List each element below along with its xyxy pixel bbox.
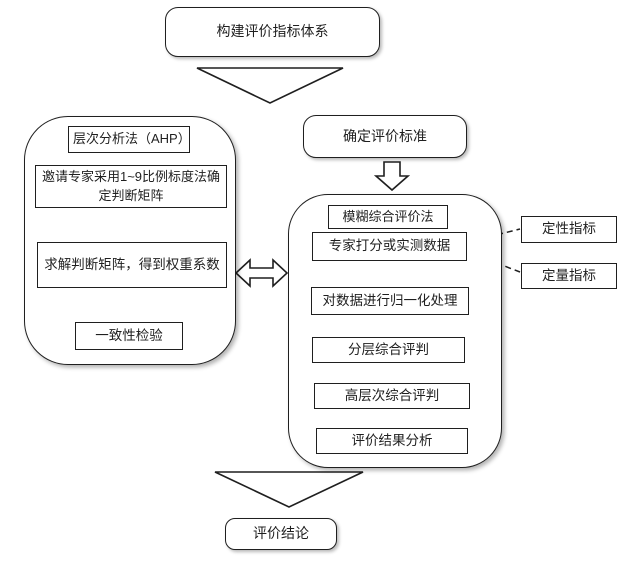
build-index-system-box: 构建评价指标体系 <box>165 7 380 57</box>
ahp-panel-title: 层次分析法（AHP） <box>68 126 191 153</box>
double-arrow-icon <box>234 258 289 288</box>
criteria-box: 确定评价标准 <box>303 115 467 158</box>
fuzzy-step-expert-scoring: 专家打分或实测数据 <box>312 232 467 261</box>
quantitative-indicator-box: 定量指标 <box>521 263 617 289</box>
fuzzy-step-layered-evaluation: 分层综合评判 <box>312 337 465 363</box>
block-arrow-down-icon <box>373 161 411 192</box>
dashed-connector-qualitative <box>467 228 521 243</box>
qualitative-indicator-box: 定性指标 <box>521 216 617 243</box>
ahp-step-judgment-matrix: 邀请专家采用1~9比例标度法确定判断矩阵 <box>35 165 227 208</box>
down-triangle-bottom-icon <box>214 471 364 508</box>
ahp-step-consistency-check: 一致性检验 <box>75 322 183 350</box>
fuzzy-step-higher-level-evaluation: 高层次综合评判 <box>314 383 470 409</box>
fuzzy-panel-title: 模糊综合评价法 <box>328 205 448 229</box>
conclusion-box: 评价结论 <box>225 518 337 550</box>
ahp-step-weight-coefficients: 求解判断矩阵，得到权重系数 <box>37 242 227 288</box>
fuzzy-step-result-analysis: 评价结果分析 <box>316 428 468 454</box>
down-triangle-top-icon <box>196 67 344 104</box>
fuzzy-step-normalization: 对数据进行归一化处理 <box>311 287 469 315</box>
